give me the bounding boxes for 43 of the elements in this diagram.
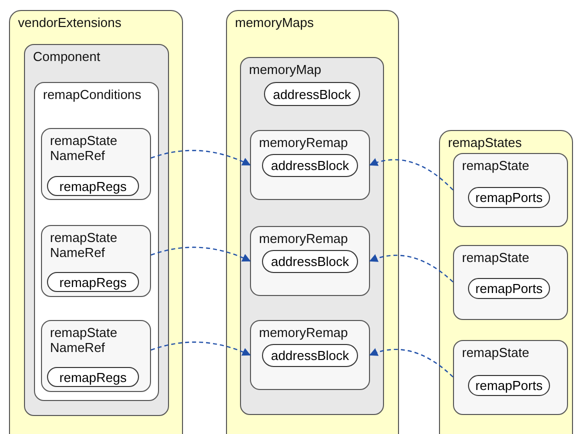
box-title: remapState NameRef bbox=[50, 133, 118, 163]
section-panel bbox=[9, 10, 183, 434]
box-title: memoryMaps bbox=[235, 15, 315, 30]
dashed-arrow bbox=[150, 246, 251, 262]
element-box bbox=[41, 128, 151, 200]
element-box bbox=[453, 153, 568, 227]
box-title: Component bbox=[33, 49, 102, 64]
box-title: vendorExtensions bbox=[18, 15, 122, 30]
container-box bbox=[240, 57, 384, 415]
box-title: remapState bbox=[462, 158, 530, 173]
element-box bbox=[250, 226, 370, 296]
element-pill: remapPorts bbox=[468, 187, 550, 208]
element-box bbox=[250, 320, 370, 390]
box-title: remapState bbox=[462, 250, 530, 265]
box-title: remapConditions bbox=[43, 87, 142, 102]
element-box bbox=[250, 130, 370, 200]
box-title: remapState NameRef bbox=[50, 230, 118, 260]
element-box bbox=[41, 225, 151, 297]
box-title: memoryMap bbox=[249, 62, 322, 77]
box-title: remapState bbox=[462, 345, 530, 360]
element-pill: remapPorts bbox=[468, 375, 550, 396]
element-pill: remapRegs bbox=[47, 272, 139, 292]
section-panel bbox=[439, 130, 573, 434]
box-title: memoryRemap bbox=[259, 325, 349, 340]
element-pill: remapPorts bbox=[468, 278, 550, 299]
element-box bbox=[453, 340, 568, 415]
element-pill: addressBlock bbox=[262, 344, 358, 367]
container-box bbox=[24, 44, 169, 416]
element-pill: addressBlock bbox=[264, 82, 360, 106]
element-pill: addressBlock bbox=[262, 154, 358, 177]
box-title: memoryRemap bbox=[259, 135, 349, 150]
element-pill: remapRegs bbox=[47, 176, 139, 196]
element-box bbox=[41, 320, 151, 392]
box-title: remapState NameRef bbox=[50, 325, 118, 355]
dashed-arrow bbox=[150, 150, 251, 166]
box-title: remapStates bbox=[448, 135, 523, 150]
element-pill: addressBlock bbox=[262, 250, 358, 273]
element-box bbox=[453, 245, 568, 320]
element-pill: remapRegs bbox=[47, 367, 139, 387]
section-panel bbox=[226, 10, 399, 434]
dashed-arrow bbox=[150, 342, 251, 356]
container-box bbox=[34, 82, 159, 401]
box-title: memoryRemap bbox=[259, 231, 349, 246]
